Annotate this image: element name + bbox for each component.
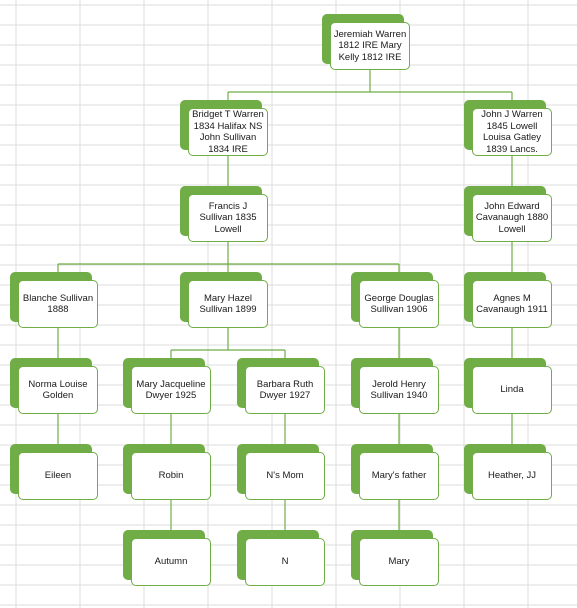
node-label: Bridget T Warren 1834 Halifax NS John Su… (188, 108, 268, 156)
node-label: Linda (472, 366, 552, 414)
node-label: Mary (359, 538, 439, 586)
node-label: N's Mom (245, 452, 325, 500)
node-norma[interactable]: Norma Louise Golden (10, 358, 100, 416)
node-label: Norma Louise Golden (18, 366, 98, 414)
node-label: John Edward Cavanaugh 1880 Lowell (472, 194, 552, 242)
node-label: Eileen (18, 452, 98, 500)
node-francis[interactable]: Francis J Sullivan 1835 Lowell (180, 186, 270, 244)
node-label: Agnes M Cavanaugh 1911 (472, 280, 552, 328)
node-mary-jacqueline[interactable]: Mary Jacqueline Dwyer 1925 (123, 358, 213, 416)
node-robin[interactable]: Robin (123, 444, 213, 502)
node-label: Blanche Sullivan 1888 (18, 280, 98, 328)
node-autumn[interactable]: Autumn (123, 530, 213, 588)
node-jeremiah[interactable]: Jeremiah Warren 1812 IRE Mary Kelly 1812… (322, 14, 412, 72)
node-jerold[interactable]: Jerold Henry Sullivan 1940 (351, 358, 441, 416)
node-mary-hazel[interactable]: Mary Hazel Sullivan 1899 (180, 272, 270, 330)
node-mary[interactable]: Mary (351, 530, 441, 588)
node-ns-mom[interactable]: N's Mom (237, 444, 327, 502)
node-label: Jeremiah Warren 1812 IRE Mary Kelly 1812… (330, 22, 410, 70)
node-john-j[interactable]: John J Warren 1845 Lowell Louisa Gatley … (464, 100, 554, 158)
node-label: George Douglas Sullivan 1906 (359, 280, 439, 328)
node-barbara[interactable]: Barbara Ruth Dwyer 1927 (237, 358, 327, 416)
node-heather-jj[interactable]: Heather, JJ (464, 444, 554, 502)
node-label: Mary Jacqueline Dwyer 1925 (131, 366, 211, 414)
node-label: Jerold Henry Sullivan 1940 (359, 366, 439, 414)
node-n[interactable]: N (237, 530, 327, 588)
node-eileen[interactable]: Eileen (10, 444, 100, 502)
node-label: Mary's father (359, 452, 439, 500)
node-label: Heather, JJ (472, 452, 552, 500)
node-linda[interactable]: Linda (464, 358, 554, 416)
node-label: Barbara Ruth Dwyer 1927 (245, 366, 325, 414)
node-label: Francis J Sullivan 1835 Lowell (188, 194, 268, 242)
node-label: Autumn (131, 538, 211, 586)
node-bridget[interactable]: Bridget T Warren 1834 Halifax NS John Su… (180, 100, 270, 158)
node-label: Mary Hazel Sullivan 1899 (188, 280, 268, 328)
node-agnes[interactable]: Agnes M Cavanaugh 1911 (464, 272, 554, 330)
node-george[interactable]: George Douglas Sullivan 1906 (351, 272, 441, 330)
node-blanche[interactable]: Blanche Sullivan 1888 (10, 272, 100, 330)
node-label: N (245, 538, 325, 586)
node-john-edward[interactable]: John Edward Cavanaugh 1880 Lowell (464, 186, 554, 244)
node-label: John J Warren 1845 Lowell Louisa Gatley … (472, 108, 552, 156)
node-label: Robin (131, 452, 211, 500)
node-marys-father[interactable]: Mary's father (351, 444, 441, 502)
